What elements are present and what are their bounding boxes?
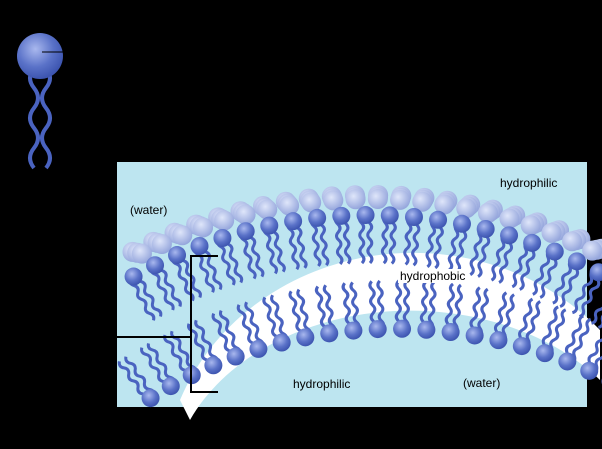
phospholipid-head-inner bbox=[393, 319, 412, 338]
phospholipid-head-inner bbox=[465, 326, 484, 345]
phospholipid-head-back bbox=[131, 243, 152, 264]
phospholipid-head-outer bbox=[589, 263, 602, 282]
phospholipid-head-back bbox=[214, 210, 235, 231]
phospholipid-head-outer bbox=[308, 208, 327, 227]
phospholipid-head-inner bbox=[558, 352, 577, 371]
phospholipid-head-outer bbox=[146, 256, 165, 275]
phospholipid-head-outer bbox=[213, 229, 232, 248]
phospholipid-head-back bbox=[193, 217, 214, 238]
phospholipid-head-back bbox=[477, 202, 498, 223]
single-phospholipid bbox=[17, 33, 64, 170]
hydrophobic-core-band bbox=[180, 252, 600, 420]
phospholipid-head-back bbox=[279, 195, 300, 216]
label-hydrophobic: hydrophobic bbox=[398, 269, 468, 283]
phospholipid-head-inner bbox=[320, 324, 339, 343]
phospholipid-head-back bbox=[345, 189, 366, 210]
label-water-right: (water) bbox=[463, 376, 501, 390]
phospholipid-head-inner bbox=[512, 337, 531, 356]
phospholipid-head-inner bbox=[272, 333, 291, 352]
phospholipid-head-back bbox=[257, 199, 278, 220]
phospholipid-head-inner bbox=[161, 377, 180, 396]
phospholipid-head-inner bbox=[489, 331, 508, 350]
phospholipid-head-outer bbox=[429, 210, 448, 229]
phospholipid-head-back bbox=[172, 225, 193, 246]
phospholipid-head-inner bbox=[535, 344, 554, 363]
label-hydrophilic-bottom: hydrophilic bbox=[293, 377, 351, 391]
phospholipid-head-back bbox=[541, 222, 562, 243]
label-hydrophilic-top: hydrophilic bbox=[500, 176, 558, 190]
phospholipid-head-inner bbox=[204, 356, 223, 375]
phospholipid-head-back bbox=[367, 189, 388, 210]
phospholipid-head-outer bbox=[380, 206, 399, 225]
phospholipid-head-outer bbox=[168, 246, 187, 265]
phospholipid-head-back bbox=[323, 190, 344, 211]
phospholipid-head-back bbox=[562, 231, 583, 252]
phospholipid-head-back bbox=[412, 191, 433, 212]
fatty-acid-tail bbox=[591, 306, 602, 325]
phospholipid-head-outer bbox=[236, 222, 255, 241]
phospholipid-head-outer bbox=[523, 233, 542, 252]
phospholipid-head-back bbox=[582, 240, 602, 261]
phospholipid-head-back bbox=[456, 198, 477, 219]
phospholipid-head-outer bbox=[545, 242, 564, 261]
fatty-acid-tail bbox=[597, 314, 602, 329]
fatty-acid-tail bbox=[388, 214, 397, 265]
phospholipid-head-inner bbox=[226, 347, 245, 366]
phospholipid-head-outer bbox=[567, 252, 586, 271]
phospholipid-head-back bbox=[151, 234, 172, 255]
phospholipid-head bbox=[17, 33, 63, 79]
phospholipid-head-outer bbox=[284, 212, 303, 231]
label-water-left: (water) bbox=[130, 203, 168, 217]
phospholipid-head-back bbox=[434, 194, 455, 215]
phospholipid-head-back bbox=[301, 192, 322, 213]
phospholipid-head-back bbox=[499, 208, 520, 229]
phospholipid-head-outer bbox=[476, 219, 495, 238]
phospholipid-head-inner bbox=[296, 328, 315, 347]
phospholipid-head-inner bbox=[141, 389, 160, 408]
phospholipid-head-inner bbox=[417, 320, 436, 339]
phospholipid-head-outer bbox=[190, 236, 209, 255]
phospholipid-head-inner bbox=[441, 323, 460, 342]
phospholipid-head-outer bbox=[260, 216, 279, 235]
phospholipid-head-inner bbox=[580, 361, 599, 380]
phospholipid-head-back bbox=[390, 189, 411, 210]
phospholipid-head-outer bbox=[332, 206, 351, 225]
phospholipid-head-back bbox=[520, 215, 541, 236]
phospholipid-head-inner bbox=[344, 321, 363, 340]
phospholipid-head-outer bbox=[124, 267, 143, 286]
phospholipid-head-inner bbox=[368, 320, 387, 339]
phospholipid-head-outer bbox=[452, 214, 471, 233]
phospholipid-head-outer bbox=[356, 206, 375, 225]
phospholipid-head-back bbox=[235, 204, 256, 225]
bilayer-bracket bbox=[190, 255, 218, 393]
phospholipid-head-inner bbox=[249, 339, 268, 358]
phospholipid-head-outer bbox=[404, 207, 423, 226]
phospholipid-head-outer bbox=[500, 226, 519, 245]
